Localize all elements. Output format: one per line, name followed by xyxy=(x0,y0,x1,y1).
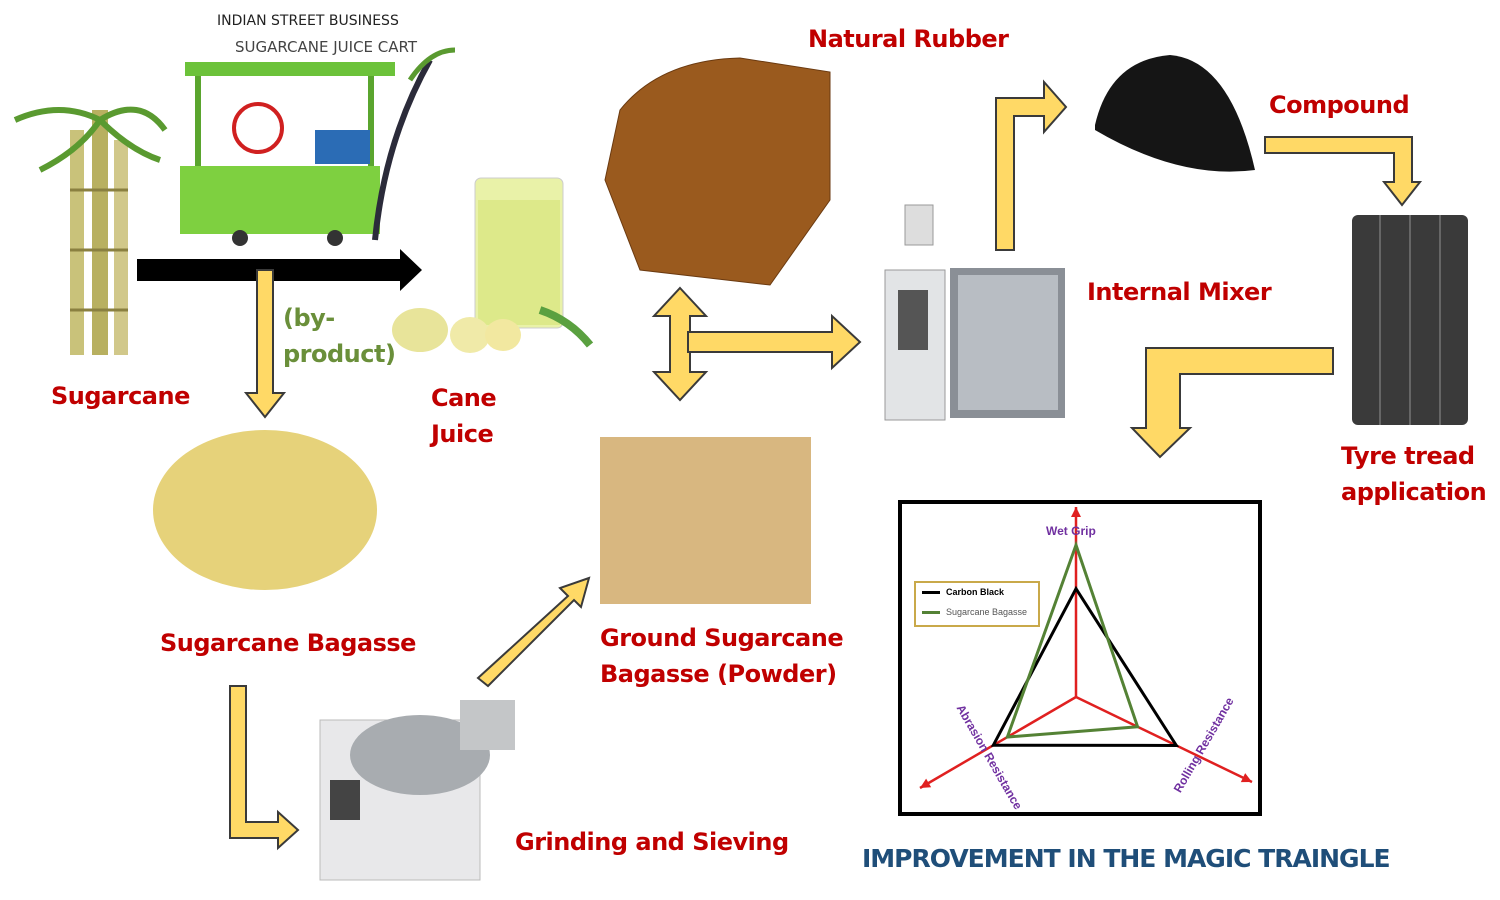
label-cane-juice-1: Cane xyxy=(431,384,497,412)
ground-bagasse-image xyxy=(600,437,811,604)
compound-image xyxy=(1095,55,1255,172)
label-ground-bagasse-2: Bagasse (Powder) xyxy=(600,660,837,688)
legend-swatch-bagasse xyxy=(922,610,940,614)
arrow-bagasse-to-grinder xyxy=(229,685,300,851)
juice-cart-image xyxy=(180,47,456,246)
radar-axis-1 xyxy=(1075,695,1253,784)
label-ground-bagasse-1: Ground Sugarcane xyxy=(600,624,844,652)
arrow-byproduct-down xyxy=(243,269,287,419)
label-tyre-tread-2: application xyxy=(1341,478,1487,506)
arrow-tyre-to-chart xyxy=(1129,347,1334,459)
radar-axis-arrowhead-1 xyxy=(1240,773,1252,783)
radar-series-carbon-black xyxy=(990,585,1180,747)
cane-juice-image xyxy=(392,177,594,353)
legend-sugarcane-bagasse: Sugarcane Bagasse xyxy=(946,607,1028,617)
chart-legend: Carbon Black Sugarcane Bagasse xyxy=(914,581,1040,627)
natural-rubber-image xyxy=(604,57,831,286)
label-natural-rubber: Natural Rubber xyxy=(808,25,1009,53)
cart-title: INDIAN STREET BUSINESS xyxy=(217,13,399,29)
legend-carbon-black: Carbon Black xyxy=(946,587,1005,597)
radar-series-sugarcane-bagasse xyxy=(1005,540,1140,739)
flow-arrows xyxy=(137,79,1423,851)
label-tyre-tread-1: Tyre tread xyxy=(1341,442,1475,470)
legend-swatch-carbon-black xyxy=(922,590,940,594)
grinder-image xyxy=(319,700,515,881)
label-sugarcane: Sugarcane xyxy=(51,382,190,410)
internal-mixer-image xyxy=(884,204,1065,421)
arrow-cart-to-juice xyxy=(137,249,422,291)
label-internal-mixer: Internal Mixer xyxy=(1087,278,1272,306)
label-byproduct-1: (by- xyxy=(283,304,335,332)
radar-axis-arrowhead-0 xyxy=(1071,507,1081,517)
arrow-grinder-to-powder xyxy=(476,576,591,688)
magic-triangle-chart xyxy=(898,500,1262,816)
arrow-compound-to-tyre xyxy=(1264,136,1423,207)
sugarcane-bagasse-image xyxy=(153,430,377,590)
cart-subtitle: SUGARCANE JUICE CART xyxy=(235,38,418,56)
label-compound: Compound xyxy=(1269,91,1410,119)
sugarcane-image xyxy=(13,106,168,355)
label-grinding: Grinding and Sieving xyxy=(515,828,789,856)
axis-label-wet-grip: Wet Grip xyxy=(1046,524,1096,538)
arrow-rubber-vertical-double xyxy=(651,286,709,402)
arrow-to-mixer xyxy=(687,313,862,371)
radar-axis-2 xyxy=(919,695,1077,790)
tyre-image xyxy=(1352,215,1468,425)
diagram-title: IMPROVEMENT IN THE MAGIC TRAINGLE xyxy=(862,844,1391,873)
arrow-mixer-to-compound xyxy=(995,79,1068,251)
label-cane-juice-2: Juice xyxy=(431,420,494,448)
label-byproduct-2: product) xyxy=(283,340,396,368)
label-sugarcane-bagasse: Sugarcane Bagasse xyxy=(160,629,416,657)
radar-axis-arrowhead-2 xyxy=(920,778,932,788)
